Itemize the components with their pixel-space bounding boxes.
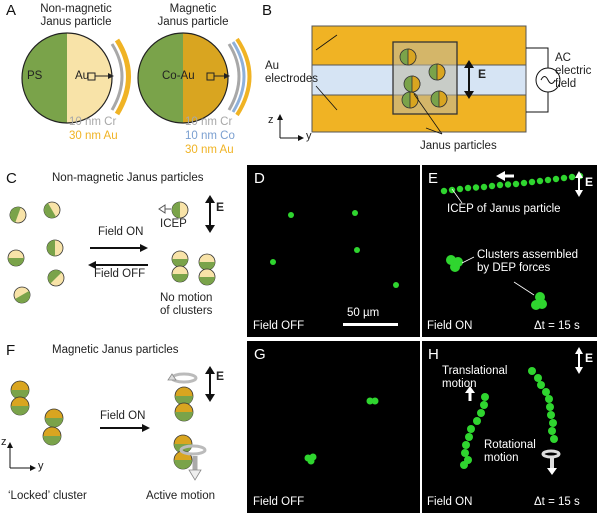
b-e-label: E	[478, 67, 487, 81]
au-label: Au	[75, 70, 90, 82]
e-icep-label: ICEP of Janus particle	[447, 203, 561, 215]
h-rotational-label: Rotational motion	[484, 439, 536, 464]
c-no-motion: No motion of clusters	[160, 292, 213, 317]
panel-g-micrograph: G Field OFF	[247, 341, 420, 513]
e-dt-label: Δt = 15 s	[534, 320, 580, 332]
h-dt-label: Δt = 15 s	[534, 496, 580, 508]
e-clusters-label: Clusters assembled by DEP forces	[477, 249, 578, 274]
panel-g-label: G	[254, 346, 266, 363]
f-active-label: Active motion	[146, 490, 216, 502]
panel-d-micrograph: D 50 µm Field OFF	[247, 165, 420, 337]
ac-field-label: AC electric field	[555, 52, 592, 90]
h-field-label: Field ON	[427, 496, 473, 508]
h-e-label: E	[585, 351, 594, 365]
janus-particles-label: Janus particles	[420, 140, 497, 152]
panel-c-graphic	[7, 195, 216, 307]
c-field-on: Field ON	[98, 226, 144, 238]
left-layer-au: 30 nm Au	[69, 130, 118, 142]
right-layer-au: 30 nm Au	[185, 144, 234, 156]
nonmagnetic-title: Non-magnetic Janus particle	[40, 3, 112, 28]
au-electrodes-label: Au electrodes	[265, 60, 319, 85]
coau-label: Co-Au	[162, 70, 195, 82]
panel-a-label: A	[6, 2, 17, 19]
f-axis-z: z	[1, 436, 7, 448]
f-field-on: Field ON	[100, 410, 146, 422]
panel-f-title: Magnetic Janus particles	[52, 344, 179, 356]
d-field-label: Field OFF	[253, 320, 305, 332]
panel-e-label: E	[428, 170, 439, 187]
panel-d-label: D	[254, 170, 265, 187]
d-scale-bar-label: 50 µm	[347, 307, 380, 319]
panel-c-label: C	[6, 170, 17, 187]
panel-f-graphic	[7, 366, 215, 481]
panel-e-micrograph: E E ICEP of Janus particle Clusters asse…	[422, 165, 597, 337]
f-e-label: E	[216, 369, 225, 383]
g-field-label: Field OFF	[253, 496, 305, 508]
panel-b-label: B	[262, 2, 273, 19]
panel-b-graphic	[277, 25, 561, 141]
f-locked-label: ‘Locked’ cluster	[8, 490, 87, 502]
b-axis-y: y	[306, 130, 312, 142]
b-axis-z: z	[268, 114, 274, 126]
panel-c-title: Non-magnetic Janus particles	[52, 172, 204, 184]
magnetic-title: Magnetic Janus particle	[157, 3, 229, 28]
e-field-label: Field ON	[427, 320, 473, 332]
ps-label: PS	[27, 70, 43, 82]
c-field-off: Field OFF	[94, 268, 146, 280]
h-translational-label: Translational motion	[442, 365, 508, 390]
right-layer-co: 10 nm Co	[185, 130, 235, 142]
panel-h-micrograph: H E Translational motion Rotational moti…	[422, 341, 597, 513]
panel-f-label: F	[6, 342, 16, 359]
e-e-label: E	[585, 175, 594, 189]
c-e-label: E	[216, 200, 225, 214]
panel-h-label: H	[428, 346, 439, 363]
f-axis-y: y	[38, 460, 44, 472]
left-layer-cr: 10 nm Cr	[69, 116, 117, 128]
panel-a-graphic	[21, 32, 252, 124]
c-icep: ICEP	[160, 218, 187, 230]
right-layer-cr: 10 nm Cr	[185, 116, 233, 128]
